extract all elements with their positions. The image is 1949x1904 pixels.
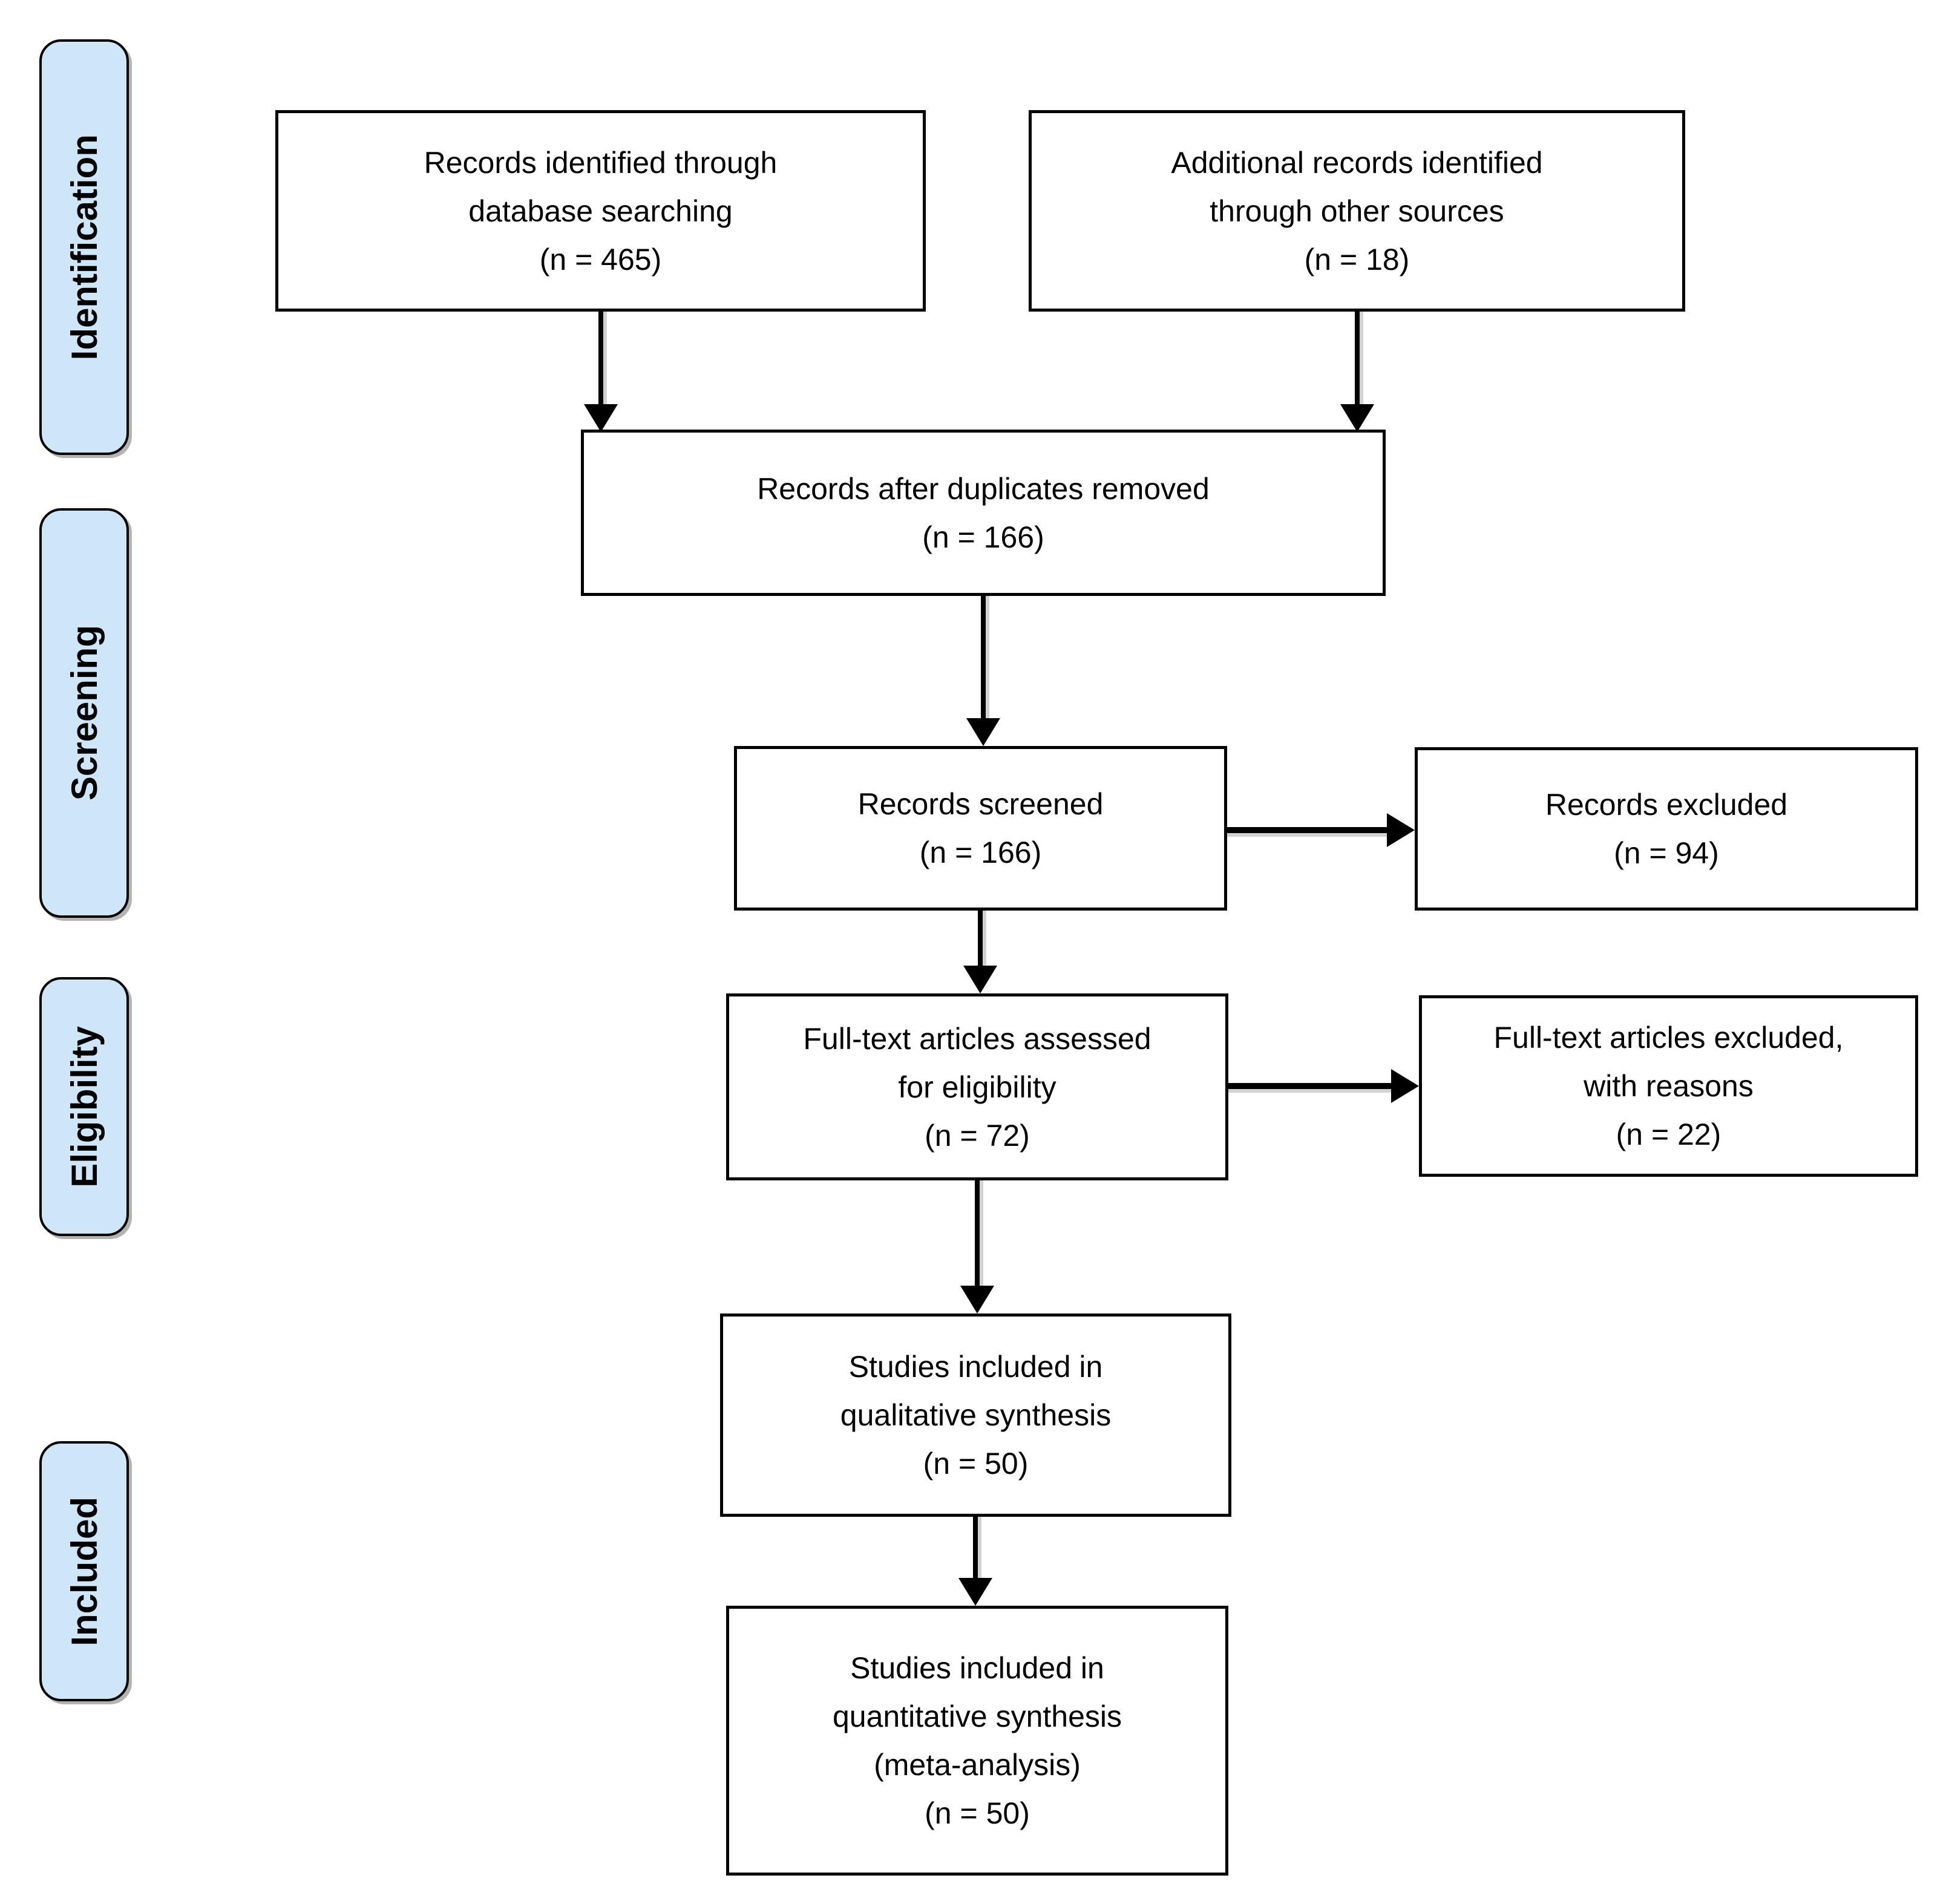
- box-additional-records: Additional records identified through ot…: [1029, 110, 1685, 312]
- box-records-excluded-text: Records excluded (n = 94): [1545, 788, 1788, 870]
- arrow-stem: [975, 1180, 980, 1288]
- arrow-down-icon: [584, 404, 618, 432]
- box-fulltext-assessed: Full-text articles assessed for eligibil…: [726, 993, 1228, 1180]
- box-records-excluded: Records excluded (n = 94): [1415, 747, 1918, 911]
- stage-label-included: Included: [39, 1441, 129, 1701]
- arrow-stem: [598, 312, 603, 407]
- stage-label-identification: Identification: [39, 39, 129, 455]
- box-duplicates-removed: Records after duplicates removed (n = 16…: [581, 430, 1386, 596]
- box-records-identified: Records identified through database sear…: [275, 110, 926, 312]
- box-duplicates-removed-text: Records after duplicates removed (n = 16…: [757, 471, 1210, 554]
- stage-label-identification-text: Identification: [64, 134, 105, 361]
- arrow-stem: [1228, 1083, 1394, 1089]
- box-fulltext-assessed-text: Full-text articles assessed for eligibil…: [803, 1021, 1151, 1153]
- stage-label-screening: Screening: [39, 508, 129, 918]
- box-fulltext-excluded: Full-text articles excluded, with reason…: [1419, 995, 1918, 1177]
- box-qualitative-synthesis: Studies included in qualitative synthesi…: [720, 1313, 1231, 1517]
- arrow-right-icon: [1391, 1069, 1419, 1103]
- stage-label-eligibility-text: Eligibility: [64, 1026, 105, 1188]
- arrow-stem: [981, 596, 986, 721]
- arrow-stem: [1227, 827, 1389, 833]
- arrow-down-icon: [1340, 404, 1374, 432]
- box-quantitative-synthesis: Studies included in quantitative synthes…: [726, 1606, 1228, 1876]
- box-records-screened: Records screened (n = 166): [734, 746, 1227, 911]
- arrow-down-icon: [966, 718, 1000, 746]
- arrow-down-icon: [960, 1286, 994, 1313]
- box-records-screened-text: Records screened (n = 166): [857, 787, 1104, 869]
- box-quantitative-synthesis-text: Studies included in quantitative synthes…: [832, 1651, 1122, 1830]
- stage-label-included-text: Included: [64, 1496, 105, 1646]
- arrow-stem: [978, 911, 983, 968]
- box-qualitative-synthesis-text: Studies included in qualitative synthesi…: [840, 1350, 1112, 1480]
- box-fulltext-excluded-text: Full-text articles excluded, with reason…: [1493, 1021, 1844, 1151]
- arrow-stem: [1355, 312, 1360, 407]
- arrow-stem: [973, 1517, 978, 1580]
- box-records-identified-text: Records identified through database sear…: [424, 145, 778, 276]
- stage-label-screening-text: Screening: [64, 625, 105, 801]
- stage-label-eligibility: Eligibility: [39, 977, 129, 1236]
- arrow-down-icon: [963, 966, 997, 993]
- box-additional-records-text: Additional records identified through ot…: [1171, 145, 1543, 276]
- arrow-down-icon: [958, 1578, 992, 1606]
- arrow-right-icon: [1387, 813, 1415, 847]
